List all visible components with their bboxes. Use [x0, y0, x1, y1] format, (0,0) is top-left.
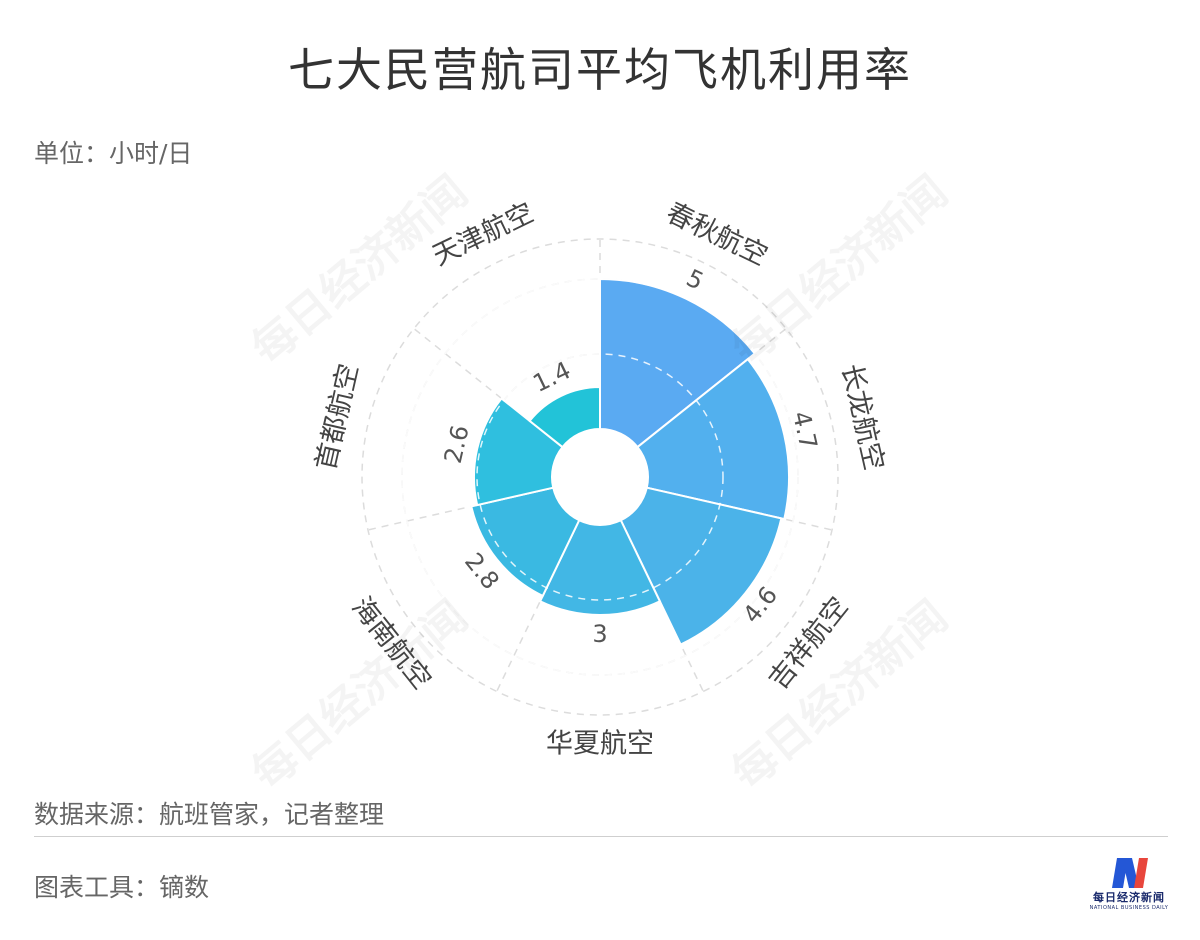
category-label: 天津航空 [428, 197, 539, 272]
tool-label: 图表工具：镝数 [34, 873, 210, 902]
bar-7 [528, 385, 601, 449]
bar-layer [470, 277, 790, 646]
category-label: 首都航空 [311, 361, 365, 473]
value-label: 5 [682, 264, 708, 296]
category-label: 吉祥航空 [763, 592, 855, 696]
value-label: 2.6 [439, 423, 475, 466]
brand-mark-icon [1112, 858, 1148, 888]
bar-6 [473, 397, 564, 507]
bar-2 [636, 357, 790, 521]
brand-name: 每日经济新闻 [1093, 891, 1165, 904]
source-label: 数据来源：航班管家，记者整理 [34, 800, 385, 829]
chart-title: 七大民营航司平均飞机利用率 [288, 43, 912, 97]
value-label: 4.7 [787, 409, 823, 452]
value-label: 3 [592, 620, 607, 648]
bar-5 [470, 486, 581, 598]
divider [34, 836, 1168, 837]
inner-grid-layer [401, 278, 799, 676]
grid-circle [361, 238, 839, 716]
category-label: 春秋航空 [661, 197, 772, 272]
bar-3 [619, 486, 783, 646]
category-label: 华夏航空 [546, 729, 654, 760]
brand-subtitle: NATIONAL BUSINESS DAILY [1089, 905, 1169, 911]
category-label: 海南航空 [345, 592, 437, 696]
inner-grid-circle [476, 353, 724, 601]
bar-4 [538, 518, 662, 616]
inner-grid-circle [401, 278, 799, 676]
category-label: 长龙航空 [835, 361, 889, 473]
value-label: 1.4 [529, 356, 576, 398]
brand-logo: 每日经济新闻 NATIONAL BUSINESS DAILY [1086, 852, 1172, 918]
unit-label: 单位：小时/日 [34, 139, 193, 168]
